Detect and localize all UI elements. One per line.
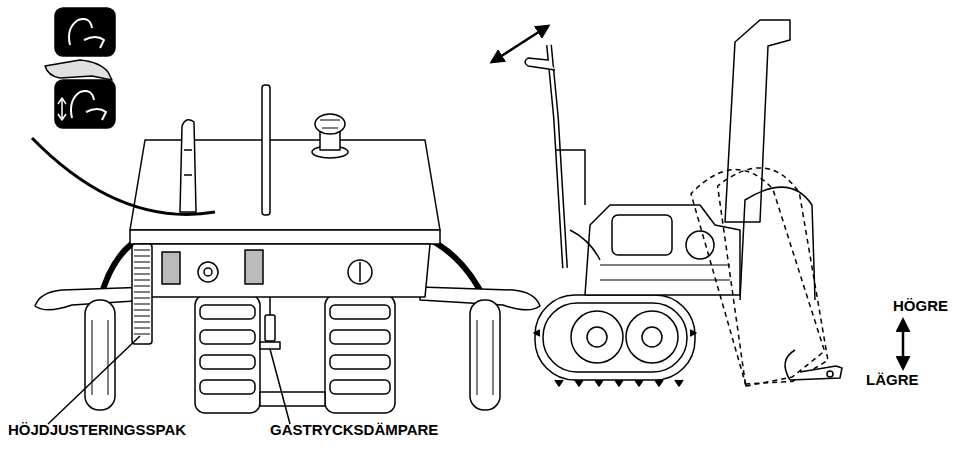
pictogram-callout-part [32, 138, 215, 214]
side-handle-part [525, 58, 555, 70]
handle-bars [35, 235, 540, 410]
auger-housing-part [740, 187, 815, 300]
pictogram-callout-part [58, 98, 66, 120]
chute [725, 20, 790, 222]
control-panel-part [204, 268, 212, 276]
side-track-part [587, 327, 607, 347]
handle-bars-part [85, 300, 115, 410]
leader-lines-part [270, 349, 290, 424]
auger-housing [688, 158, 903, 390]
leader-lines [48, 336, 290, 424]
engine-part [570, 230, 600, 260]
tracks-part [330, 330, 390, 344]
side-track-part [543, 303, 687, 372]
side-handle-part [556, 150, 585, 205]
auger-housing-part [716, 162, 830, 388]
pictogram-callout-part [45, 60, 112, 80]
leader-lines-part [48, 336, 140, 424]
auger-housing-part [790, 366, 842, 380]
panel-controls-part [184, 150, 192, 175]
engine-part [686, 231, 714, 259]
control-panel-part [348, 260, 372, 284]
gas-damper-part [265, 315, 275, 341]
panel-controls-part [315, 114, 345, 134]
tracks-part [200, 355, 255, 369]
side-handle [492, 26, 585, 268]
chute-part [725, 20, 790, 222]
control-panel-part [130, 230, 440, 244]
height-lever-part [134, 250, 150, 334]
control-panel-part [130, 140, 440, 230]
tracks [195, 295, 395, 413]
panel-controls [180, 85, 348, 215]
illustration-part [32, 8, 903, 424]
tracks-part [330, 380, 390, 394]
part-label: HÖGRE [893, 297, 948, 315]
handle-bars-part [470, 300, 500, 410]
side-handle-part [549, 45, 565, 268]
part-label: HÖJDJUSTERINGSSPAK [8, 421, 186, 439]
engine-part [600, 265, 730, 280]
control-panel-part [359, 262, 361, 282]
pictogram-callout-part [71, 91, 106, 120]
side-track-part [642, 327, 662, 347]
auger-housing-part [785, 350, 795, 380]
engine [570, 205, 740, 295]
engine-part [612, 215, 672, 255]
control-panel-part [162, 252, 180, 284]
panel-controls-part [262, 85, 270, 215]
side-handle-part [492, 26, 548, 62]
side-handle-part [549, 45, 565, 268]
side-track-part [534, 330, 696, 386]
auger-housing-part [827, 371, 833, 377]
pictogram-callout-part [55, 8, 115, 56]
auger-housing-part [902, 320, 905, 368]
side-track-part [535, 295, 695, 380]
auger-housing-part [688, 158, 829, 390]
panel-controls-part [180, 120, 196, 212]
pictogram-callout-part [55, 80, 115, 128]
pictogram-callout-part [69, 19, 104, 48]
control-panel-part [245, 250, 263, 284]
gas-damper [260, 295, 280, 349]
tracks-part [200, 330, 255, 344]
gas-damper-part [260, 342, 280, 349]
side-track-part [571, 311, 623, 363]
control-panel-part [140, 244, 430, 297]
height-lever [132, 244, 152, 344]
panel-controls-part [320, 120, 340, 128]
side-track-part [626, 311, 678, 363]
height-lever-part [132, 244, 152, 344]
tracks-part [325, 295, 395, 413]
tracks-part [260, 392, 325, 406]
tracks-part [330, 305, 390, 319]
pictogram-callout [32, 8, 215, 214]
tracks-part [200, 305, 255, 319]
tracks-part [200, 380, 255, 394]
control-panel-part [198, 262, 218, 282]
part-label: GASTRYCKSDÄMPARE [270, 421, 438, 439]
control-panel [130, 140, 440, 297]
part-label: LÄGRE [866, 371, 919, 389]
tracks-part [195, 295, 260, 413]
side-track [534, 295, 696, 386]
tracks-part [330, 355, 390, 369]
